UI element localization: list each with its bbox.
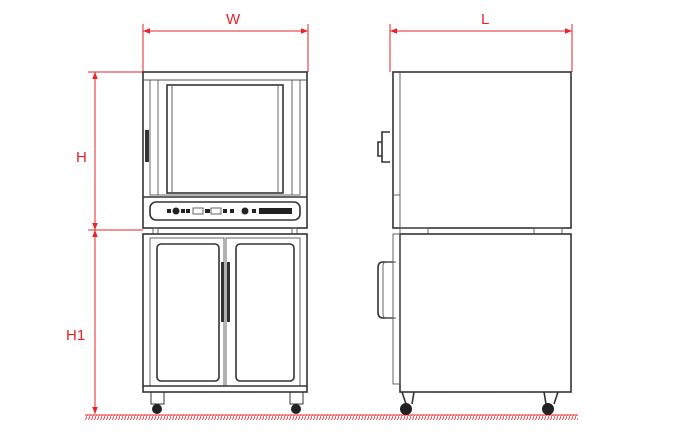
stand-height-label: H1 (66, 327, 85, 344)
floor-hatch (85, 414, 578, 420)
caster-icons (150, 391, 304, 414)
stand-door-window-right (235, 243, 295, 382)
control-panel (149, 201, 301, 221)
length-dimension: L (389, 11, 573, 72)
height-dimension: H (76, 71, 143, 231)
width-label: W (226, 11, 241, 28)
stand-height-dimension: H1 (66, 230, 98, 414)
width-dimension: W (142, 11, 309, 72)
stand-door-window-left (156, 243, 220, 382)
door-handle-icon (145, 130, 149, 162)
control-knob-icons (167, 207, 292, 215)
side-stand-handle-icon (377, 261, 393, 319)
side-handle-icon (377, 131, 390, 163)
front-oven (142, 71, 308, 235)
stand-handle-icon (221, 262, 224, 322)
side-caster-icons (400, 391, 559, 415)
side-oven (377, 71, 572, 235)
side-stand (377, 233, 572, 415)
front-stand (142, 233, 308, 414)
height-label: H (76, 149, 87, 166)
oven-window (166, 84, 284, 194)
length-label: L (481, 11, 489, 28)
